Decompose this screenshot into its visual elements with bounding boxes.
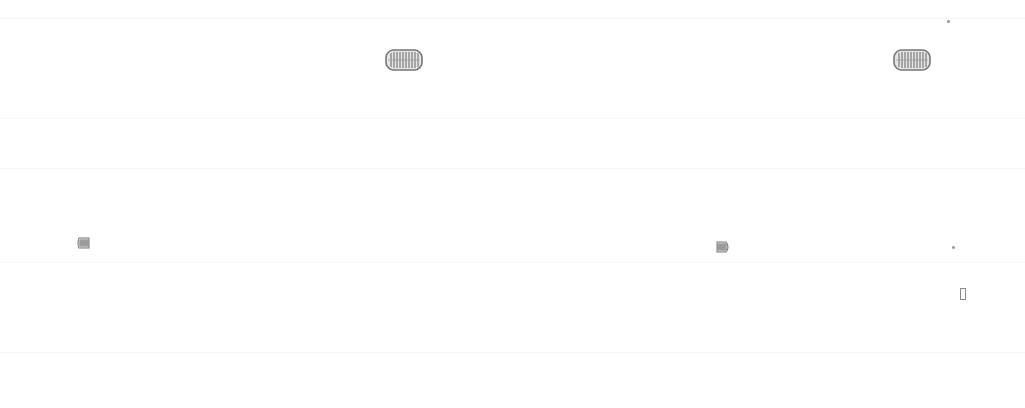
small-grille-icon [716,241,729,253]
grille-icon [893,49,931,71]
dot-marker [952,246,955,249]
empty-box-icon [960,288,966,300]
faint-line [0,352,1025,353]
faint-line [0,262,1025,263]
faint-line [0,168,1025,169]
grille-icon [385,49,423,71]
faint-line [0,18,1025,19]
faint-line [0,118,1025,119]
dot-marker [947,20,950,23]
small-grille-icon [77,237,90,249]
